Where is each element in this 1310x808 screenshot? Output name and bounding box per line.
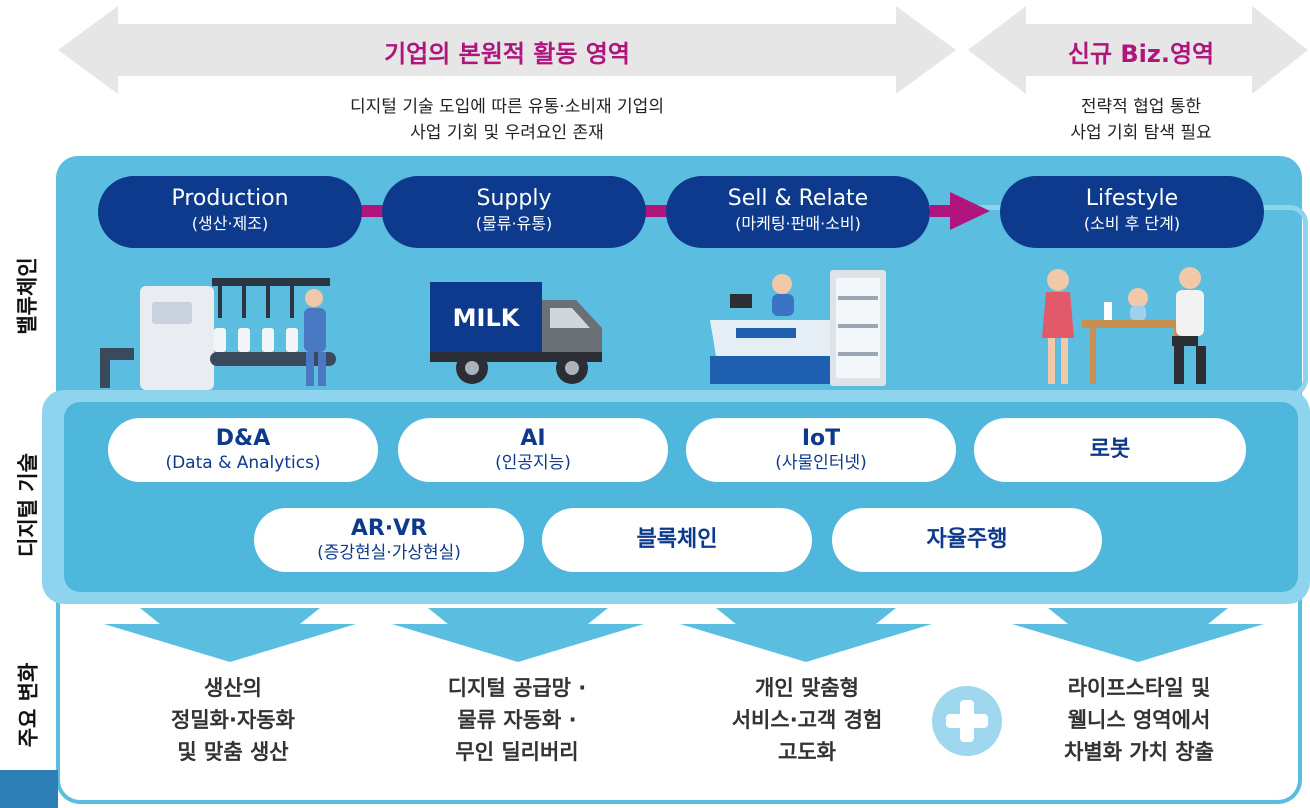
stage-sell-relate: Sell & Relate (마케팅·판매·소비)	[666, 176, 930, 248]
tech-iot: IoT (사물인터넷)	[686, 418, 956, 482]
down-arrow-production	[104, 608, 356, 662]
connector-supply-sell	[640, 205, 672, 217]
truck-label: MILK	[453, 304, 521, 332]
milk-truck-illustration: MILK	[430, 282, 602, 384]
new-desc-line-2: 사업 기회 탐색 필요	[1070, 123, 1212, 143]
core-activity-title: 기업의 본원적 활동 영역	[384, 40, 630, 68]
down-arrow-lifestyle	[1012, 608, 1264, 662]
change-sell-relate: 개인 맞춤형 서비스·고객 경험 고도화	[731, 676, 883, 764]
tech-robot: 로봇	[974, 418, 1246, 482]
change-production: 생산의 정밀화·자동화 및 맞춤 생산	[171, 676, 295, 764]
new-biz-arrow	[968, 6, 1308, 94]
down-arrows	[104, 608, 1264, 662]
tech-ar-vr: AR·VR (증강현실·가상현실)	[254, 508, 524, 572]
change-lifestyle: 라이프스타일 및 웰니스 영역에서 차별화 가치 창출	[1064, 676, 1214, 764]
new-biz-title: 신규 Biz.영역	[1067, 40, 1215, 68]
plus-icon	[932, 686, 1002, 756]
tech-autonomous-driving: 자율주행	[832, 508, 1102, 572]
corner-accent	[0, 770, 58, 808]
value-chain-connectors	[358, 192, 990, 230]
core-desc-line-2: 사업 기회 및 우려요인 존재	[410, 123, 604, 143]
connector-production-supply	[358, 205, 388, 217]
arrow-head-to-lifestyle	[950, 192, 990, 230]
core-desc-line-1: 디지털 기술 도입에 따른 유통·소비재 기업의	[350, 97, 664, 117]
new-desc-line-1: 전략적 협업 통한	[1080, 97, 1202, 117]
family-dining-illustration	[1042, 267, 1206, 384]
stage-lifestyle: Lifestyle (소비 후 단계)	[1000, 176, 1264, 248]
tech-ai: AI (인공지능)	[398, 418, 668, 482]
change-supply: 디지털 공급망 · 물류 자동화 · 무인 딜리버리	[447, 676, 587, 764]
core-activity-description: 디지털 기술 도입에 따른 유통·소비재 기업의 사업 기회 및 우려요인 존재	[220, 94, 794, 146]
store-counter-illustration	[710, 270, 886, 386]
down-arrow-sell	[680, 608, 932, 662]
stage-supply: Supply (물류·유통)	[382, 176, 646, 248]
header-arrows	[58, 6, 1308, 94]
stage-production: Production (생산·제조)	[98, 176, 362, 248]
factory-illustration	[100, 278, 336, 390]
new-biz-description: 전략적 협업 통한 사업 기회 탐색 필요	[1010, 94, 1272, 146]
tech-blockchain: 블록체인	[542, 508, 812, 572]
down-arrow-supply	[392, 608, 644, 662]
core-activity-arrow	[58, 6, 956, 94]
tech-data-analytics: D&A (Data & Analytics)	[108, 418, 378, 482]
